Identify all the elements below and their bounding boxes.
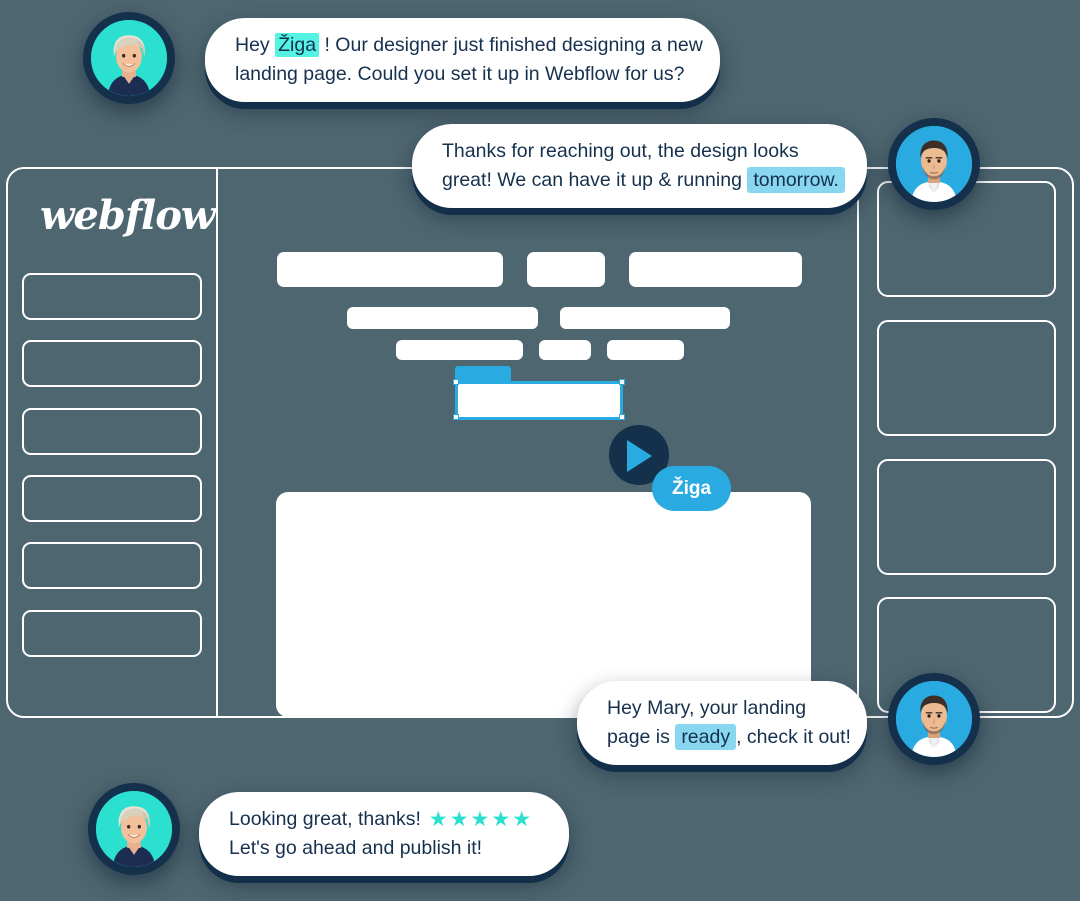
canvas-content-card (276, 492, 811, 717)
resize-handle-top-right[interactable] (619, 379, 625, 385)
chat-bubble-4-line1: Looking great, thanks! ★★★★★ (229, 805, 539, 834)
text-part: Hey (235, 34, 276, 56)
chat-bubble-3-line2: page is ready, check it out! (607, 723, 851, 752)
selected-element-tab[interactable] (455, 366, 511, 382)
chat-bubble-2-line1: Thanks for reaching out, the design look… (442, 140, 799, 162)
chat-bubble-3-line1: Hey Mary, your landing (607, 697, 807, 719)
sidebar-item-2[interactable] (22, 340, 202, 387)
sidebar-item-4[interactable] (22, 475, 202, 522)
text-part: Looking great, thanks! (229, 808, 421, 830)
canvas-placeholder-bar (527, 252, 605, 287)
avatar-ziga-image (896, 126, 972, 202)
chat-bubble-1: Hey Žiga ! Our designer just finished de… (205, 18, 720, 102)
highlight-tomorrow: tomorrow. (747, 167, 845, 193)
sidebar-item-5[interactable] (22, 542, 202, 589)
canvas-placeholder-bar (629, 252, 802, 287)
star-rating-icon: ★★★★★ (428, 808, 534, 831)
canvas-placeholder-bar (347, 307, 538, 329)
canvas-placeholder-bar (607, 340, 684, 360)
chat-bubble-2-line2: great! We can have it up & running tomor… (442, 166, 845, 195)
sidebar-divider-left (216, 167, 218, 718)
resize-handle-bottom-left[interactable] (453, 414, 459, 420)
cursor-label: Žiga (652, 466, 732, 511)
avatar-mary-image (91, 20, 167, 96)
right-panel-3[interactable] (877, 459, 1056, 575)
chat-bubble-1-line2: landing page. Could you set it up in Web… (235, 63, 685, 85)
chat-bubble-2: Thanks for reaching out, the design look… (412, 124, 867, 208)
resize-handle-top-left[interactable] (453, 379, 459, 385)
sidebar-item-1[interactable] (22, 273, 202, 320)
avatar-ziga-image (896, 681, 972, 757)
resize-handle-bottom-right[interactable] (619, 414, 625, 420)
sidebar-divider-right (857, 167, 859, 718)
sidebar-item-3[interactable] (22, 408, 202, 455)
right-panel-2[interactable] (877, 320, 1056, 436)
text-part: ! Our designer just finished designing a… (319, 34, 703, 56)
selected-element[interactable] (455, 381, 623, 420)
chat-bubble-3: Hey Mary, your landing page is ready, ch… (577, 681, 867, 765)
avatar-mary (83, 12, 175, 104)
chat-bubble-4-line2: Let's go ahead and publish it! (229, 837, 483, 859)
avatar-mary-image (96, 791, 172, 867)
chat-bubble-4: Looking great, thanks! ★★★★★ Let's go ahe… (199, 792, 569, 876)
text-part: page is (607, 726, 676, 748)
webflow-logo: webflow (40, 192, 215, 239)
highlight-ready: ready (675, 724, 737, 750)
text-part: great! We can have it up & running (442, 169, 748, 191)
avatar-ziga (888, 118, 980, 210)
canvas-placeholder-bar (277, 252, 503, 287)
canvas-placeholder-bar (560, 307, 730, 329)
pointer-arrow-icon (627, 440, 652, 472)
highlight-ziga: Žiga (275, 33, 320, 57)
avatar-mary (88, 783, 180, 875)
sidebar-item-6[interactable] (22, 610, 202, 657)
avatar-ziga (888, 673, 980, 765)
text-part: , check it out! (736, 726, 851, 748)
chat-bubble-1-line1: Hey Žiga ! Our designer just finished de… (235, 31, 703, 60)
canvas-placeholder-bar (539, 340, 591, 360)
canvas-placeholder-bar (396, 340, 523, 360)
